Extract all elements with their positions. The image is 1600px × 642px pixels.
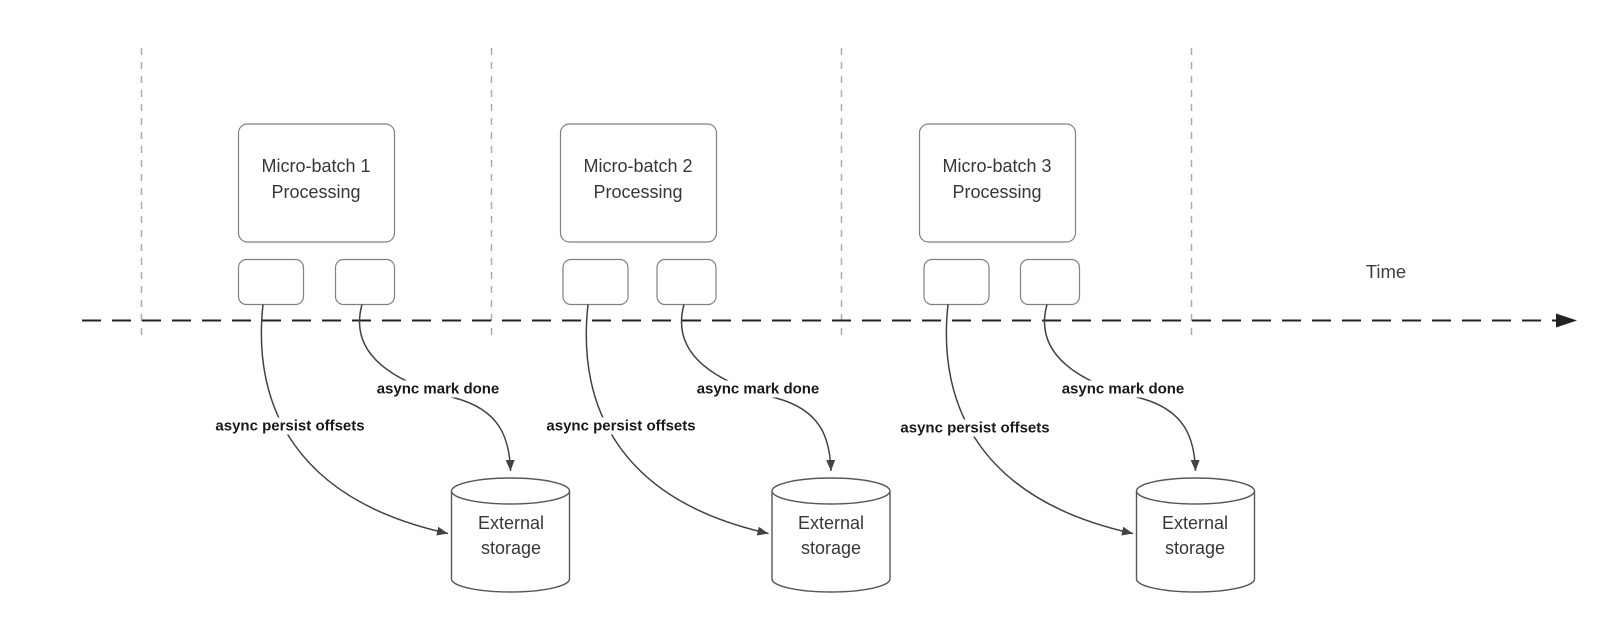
mark-done-arrow-1 <box>358 304 515 472</box>
microbatch-2-subtask-box-left <box>562 258 629 306</box>
microbatch-1-node <box>237 123 396 243</box>
external-storage-cylinder-3 <box>1135 477 1256 593</box>
external-storage-cylinder-2 <box>771 477 891 593</box>
microbatch-3-subtask-box-left <box>923 258 990 306</box>
microbatch-2-node <box>559 123 718 243</box>
microbatch-3-subtask-box-right <box>1019 258 1081 306</box>
mark-done-arrow-2 <box>680 304 836 472</box>
persist-offsets-arrow-2 <box>585 304 769 536</box>
persist-offsets-arrow-1 <box>260 304 449 536</box>
persist-offsets-arrow-3 <box>945 304 1134 536</box>
microbatch-1-subtask-box-left <box>237 258 305 306</box>
external-storage-cylinder-1 <box>450 477 571 593</box>
microbatch-3-node <box>918 123 1077 243</box>
microbatch-1-subtask-box-right <box>334 258 396 306</box>
mark-done-arrow-3 <box>1043 304 1200 472</box>
microbatch-2-subtask-box-right <box>656 258 717 306</box>
time-axis-arrowhead-icon <box>1556 313 1577 328</box>
